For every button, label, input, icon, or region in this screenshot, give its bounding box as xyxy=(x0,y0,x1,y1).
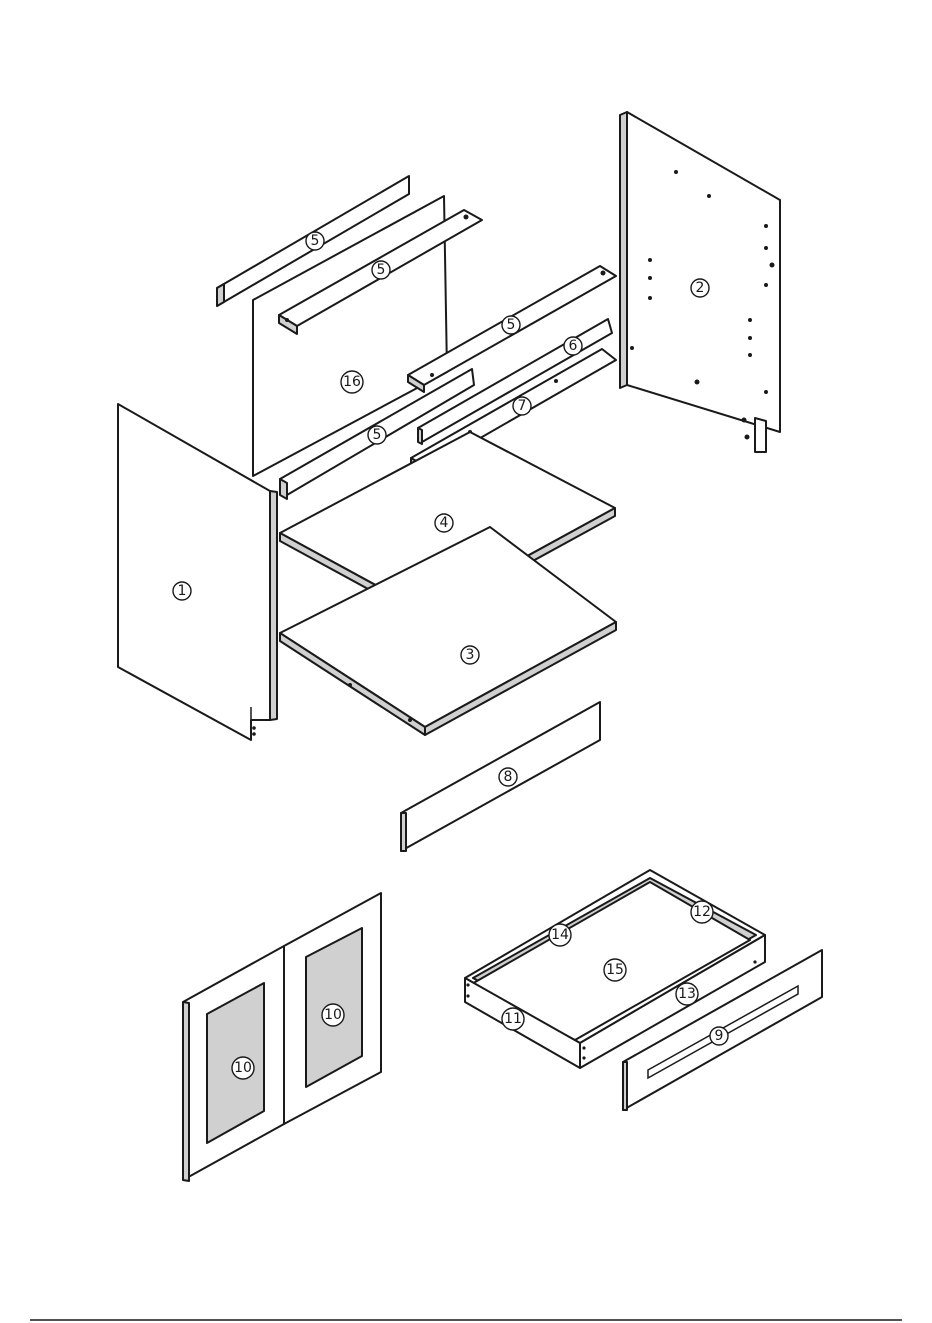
svg-text:10: 10 xyxy=(324,1007,342,1023)
svg-text:11: 11 xyxy=(504,1011,522,1027)
callout-4: 4 xyxy=(435,514,453,532)
callout-8: 8 xyxy=(499,768,517,786)
svg-text:4: 4 xyxy=(440,515,449,531)
svg-text:5: 5 xyxy=(311,233,320,249)
svg-text:13: 13 xyxy=(678,986,696,1002)
callout-5d: 5 xyxy=(368,426,386,444)
callout-13: 13 xyxy=(676,983,698,1005)
svg-text:5: 5 xyxy=(507,317,516,333)
svg-text:14: 14 xyxy=(551,927,569,943)
svg-text:15: 15 xyxy=(606,962,624,978)
svg-text:10: 10 xyxy=(234,1060,252,1076)
svg-text:7: 7 xyxy=(518,398,527,414)
callout-5c: 5 xyxy=(502,316,520,334)
callout-12: 12 xyxy=(691,901,713,923)
callout-10-left: 10 xyxy=(232,1057,254,1079)
svg-text:1: 1 xyxy=(178,583,187,599)
callout-10-right: 10 xyxy=(322,1004,344,1026)
svg-text:2: 2 xyxy=(696,280,705,296)
svg-text:5: 5 xyxy=(373,427,382,443)
svg-text:9: 9 xyxy=(715,1028,724,1044)
callout-3: 3 xyxy=(461,646,479,664)
callout-7: 7 xyxy=(513,397,531,415)
svg-text:3: 3 xyxy=(466,647,475,663)
svg-text:5: 5 xyxy=(377,262,386,278)
callout-16: 16 xyxy=(341,371,363,393)
svg-text:8: 8 xyxy=(504,769,513,785)
callout-5b: 5 xyxy=(372,261,390,279)
callout-11: 11 xyxy=(502,1008,524,1030)
callout-6: 6 xyxy=(564,337,582,355)
callout-14: 14 xyxy=(549,924,571,946)
svg-text:6: 6 xyxy=(569,338,578,354)
svg-text:16: 16 xyxy=(343,374,361,390)
callout-5a: 5 xyxy=(306,232,324,250)
callout-15: 15 xyxy=(604,959,626,981)
callout-2: 2 xyxy=(691,279,709,297)
callout-1: 1 xyxy=(173,582,191,600)
callout-9: 9 xyxy=(710,1027,728,1045)
svg-text:12: 12 xyxy=(693,904,711,920)
